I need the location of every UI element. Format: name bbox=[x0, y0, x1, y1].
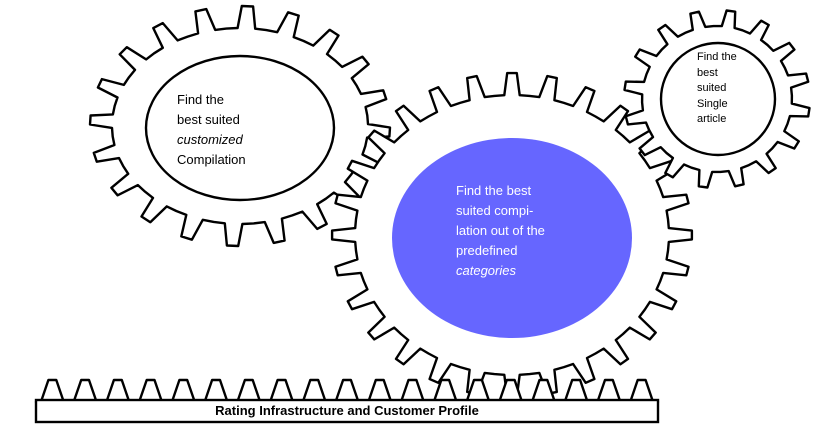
gear-left-line: best suited bbox=[177, 112, 240, 127]
gear-center-line: lation out of the bbox=[456, 223, 545, 238]
gear-right bbox=[623, 9, 811, 189]
gear-left-line: customized bbox=[177, 132, 243, 147]
gear-right-line: best bbox=[697, 66, 718, 79]
gear-left-hub bbox=[144, 54, 336, 202]
rack bbox=[34, 378, 660, 424]
gear-right-line: suited bbox=[697, 82, 727, 94]
gear-left-line: Find the bbox=[177, 92, 224, 107]
rack-teeth bbox=[34, 378, 660, 404]
gear-center-line: predefined bbox=[456, 243, 518, 258]
gear-center-line: categories bbox=[456, 263, 516, 278]
gear-center bbox=[330, 71, 694, 399]
rack-label: Rating Infrastructure and Customer Profi… bbox=[215, 403, 479, 418]
gear-center-hub bbox=[392, 138, 632, 338]
gear-right-text: Find the best suited Single article bbox=[697, 50, 755, 128]
gear-right-line: Find the bbox=[697, 51, 737, 63]
gear-left-text: Find the best suited customized Compilat… bbox=[177, 90, 297, 170]
gear-left-line: Compilation bbox=[177, 152, 246, 167]
gear-left bbox=[88, 4, 392, 248]
gear-center-line: Find the best bbox=[456, 183, 532, 198]
gear-center-line: suited compi- bbox=[456, 203, 534, 218]
gear-center-text: Find the best suited compi- lation out o… bbox=[456, 181, 586, 281]
rack-bar bbox=[34, 398, 660, 424]
gear-right-line: article bbox=[697, 113, 727, 125]
gear-right-hub bbox=[659, 41, 777, 157]
gear-right-line: Single bbox=[697, 97, 728, 110]
